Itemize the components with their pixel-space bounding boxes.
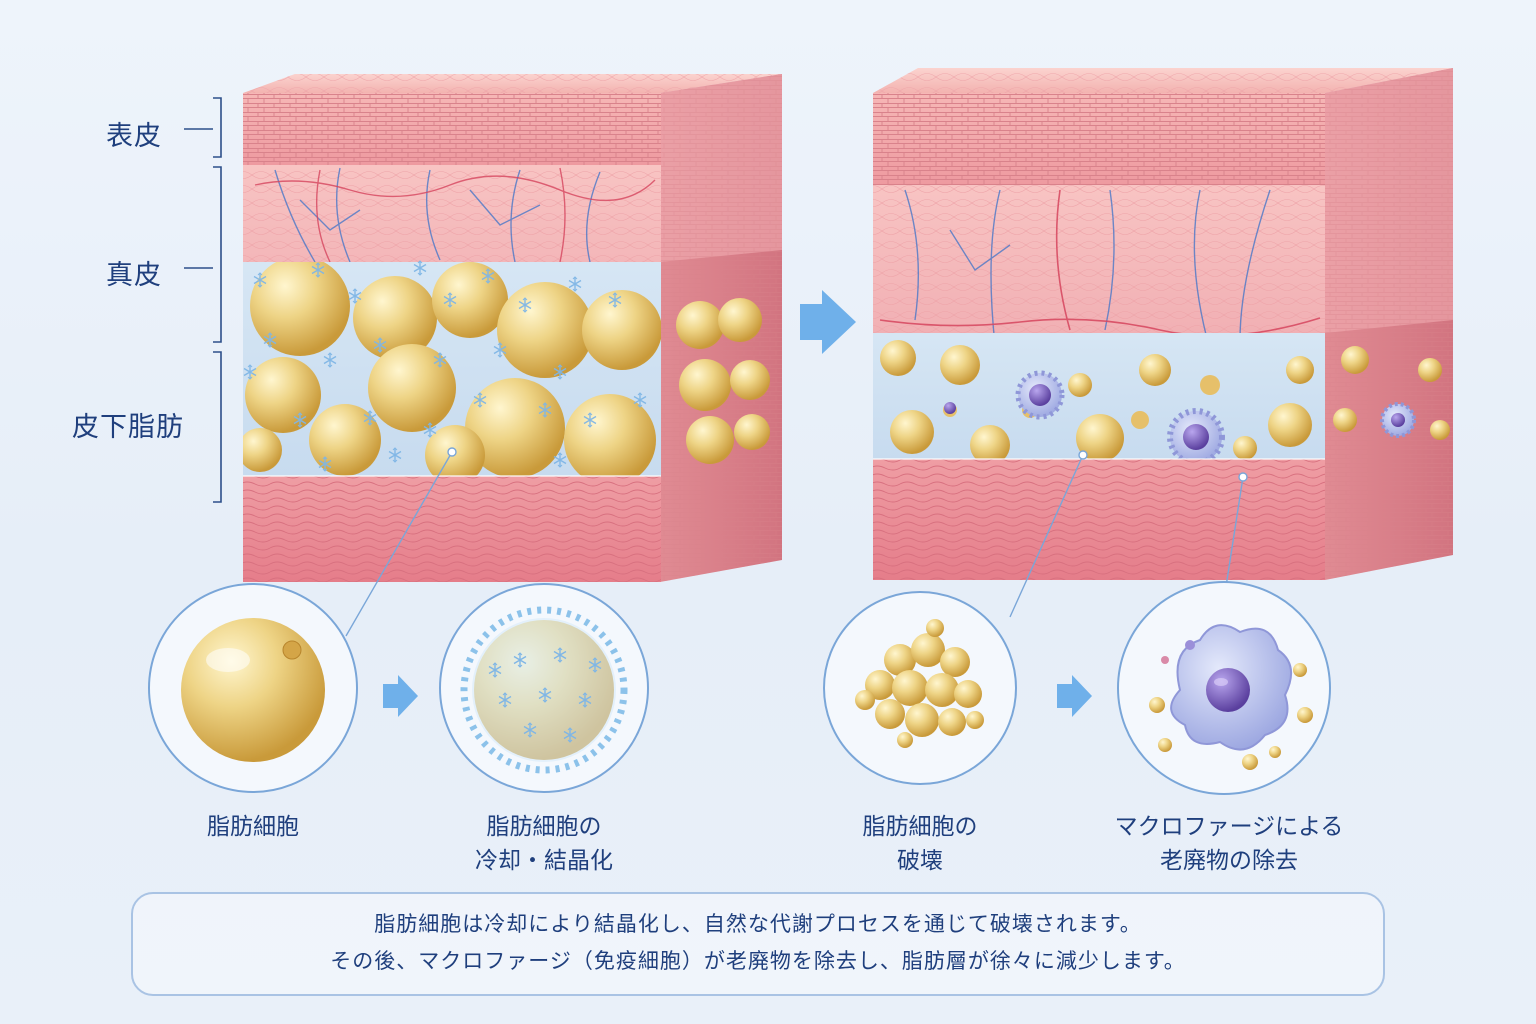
caption-line: 破壊 — [897, 848, 943, 874]
step-circle-frozen-cell — [439, 583, 649, 793]
arrow-right-icon — [800, 290, 856, 354]
broken-fat-cell-icon — [855, 619, 984, 748]
explanation-line-2: その後、マクロファージ（免疫細胞）が老廃物を除去し、脂肪層が徐々に減少します。 — [330, 949, 1186, 973]
layer-label-subcutaneous-fat: 皮下脂肪 — [72, 412, 184, 443]
leader-lines — [345, 447, 1248, 637]
right-skin-block — [873, 68, 1453, 580]
step-circle-fat-cell — [148, 583, 358, 793]
step-caption-frozen-cell: 脂肪細胞の 冷却・結晶化 — [424, 810, 664, 878]
fat-cell-icon — [181, 618, 325, 762]
left-skin-block — [243, 74, 782, 582]
step-caption-broken-cell: 脂肪細胞の 破壊 — [810, 810, 1030, 878]
arrow-right-icon — [1057, 675, 1092, 717]
step-caption-fat-cell: 脂肪細胞 — [153, 810, 353, 844]
layer-bracket — [184, 97, 222, 503]
caption-line: マクロファージによる — [1114, 814, 1344, 840]
layer-label-epidermis: 表皮 — [106, 121, 162, 152]
explanation-box: 脂肪細胞は冷却により結晶化し、自然な代謝プロセスを通じて破壊されます。 その後、… — [131, 892, 1385, 996]
step-circle-macrophage — [1117, 581, 1331, 795]
caption-line: 冷却・結晶化 — [475, 848, 613, 874]
step-circle-broken-cell — [823, 591, 1017, 785]
step-caption-macrophage: マクロファージによる 老廃物の除去 — [1084, 810, 1374, 878]
explanation-line-1: 脂肪細胞は冷却により結晶化し、自然な代謝プロセスを通じて破壊されます。 — [374, 912, 1142, 936]
caption-line: 脂肪細胞の — [486, 814, 602, 840]
macrophage-icon — [1149, 624, 1313, 770]
layer-label-dermis: 真皮 — [106, 260, 162, 291]
arrow-right-icon — [383, 675, 418, 717]
caption-line: 老廃物の除去 — [1160, 848, 1298, 874]
caption-line: 脂肪細胞の — [862, 814, 978, 840]
frozen-fat-cell-icon — [460, 606, 628, 774]
caption-line: 脂肪細胞 — [207, 814, 299, 840]
